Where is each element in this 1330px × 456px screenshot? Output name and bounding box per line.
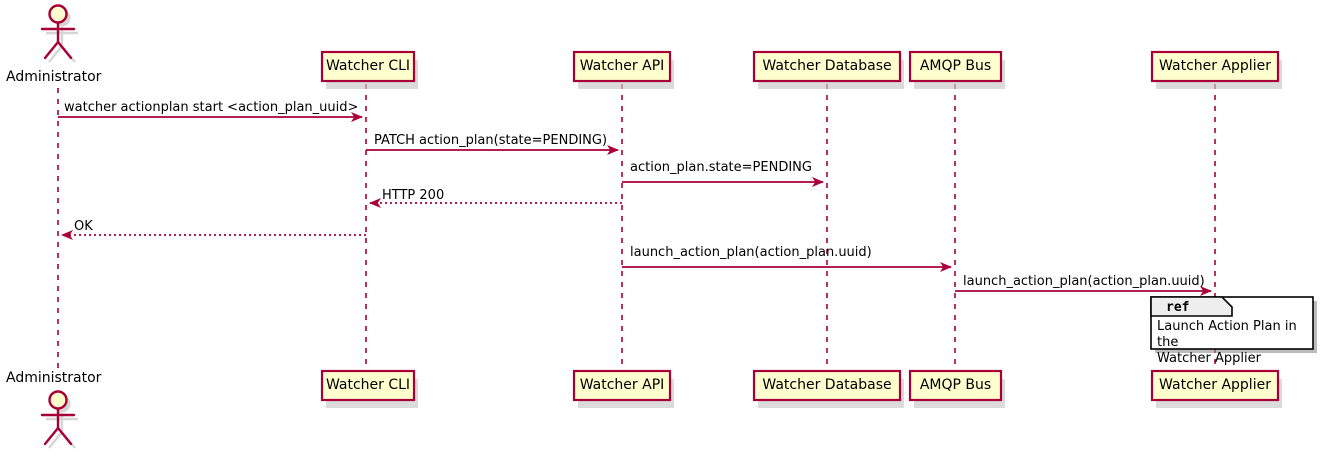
message-label-7: launch_action_plan(action_plan.uuid) <box>963 274 1205 289</box>
participant-label-watcher-database-top[interactable]: Watcher Database <box>762 58 892 74</box>
ref-fragment-text: Launch Action Plan in the Watcher Applie… <box>1157 319 1297 366</box>
participant-label-amqp-bus-top[interactable]: AMQP Bus <box>919 58 992 74</box>
participant-label-watcher-applier-top[interactable]: Watcher Applier <box>1159 58 1271 74</box>
actor-administrator-top <box>40 4 78 63</box>
participant-boxes-bottom <box>320 369 1282 408</box>
message-label-4: HTTP 200 <box>382 188 445 203</box>
participant-box-watcher-api-top <box>572 50 672 83</box>
message-label-6: launch_action_plan(action_plan.uuid) <box>630 245 872 260</box>
participant-box-watcher-database-top <box>752 50 902 83</box>
message-label-5: OK <box>74 219 93 234</box>
participant-box-watcher-api-bottom <box>572 369 672 402</box>
message-label-3: action_plan.state=PENDING <box>630 160 812 175</box>
participant-label-watcher-api-bottom[interactable]: Watcher API <box>579 377 665 393</box>
participant-boxes-top <box>320 50 1282 89</box>
actor-label-administrator-bottom: Administrator <box>6 370 102 386</box>
message-label-1: watcher actionplan start <action_plan_uu… <box>64 100 359 115</box>
participant-label-watcher-cli-top[interactable]: Watcher CLI <box>325 58 411 74</box>
ref-fragment-tag-label: ref <box>1166 300 1190 315</box>
participant-label-watcher-applier-bottom[interactable]: Watcher Applier <box>1159 377 1271 393</box>
actor-administrator-bottom <box>40 390 78 449</box>
participant-box-watcher-applier-bottom <box>1150 369 1280 402</box>
actor-label-administrator-top: Administrator <box>6 69 102 85</box>
participant-box-amqp-bus-top <box>908 50 1003 83</box>
message-label-2: PATCH action_plan(state=PENDING) <box>374 133 608 148</box>
participant-box-watcher-database-bottom <box>752 369 902 402</box>
ref-fragment-tag-shape <box>1150 296 1233 317</box>
participant-box-watcher-cli-top <box>320 50 416 83</box>
ref-fragment-shape <box>1150 296 1317 353</box>
participant-box-watcher-cli-bottom <box>320 369 416 402</box>
participant-label-watcher-cli-bottom[interactable]: Watcher CLI <box>325 377 411 393</box>
participant-box-amqp-bus-bottom <box>908 369 1003 402</box>
participant-label-watcher-database-bottom[interactable]: Watcher Database <box>762 377 892 393</box>
participant-box-watcher-applier-top <box>1150 50 1280 83</box>
participant-label-watcher-api-top[interactable]: Watcher API <box>579 58 665 74</box>
participant-label-amqp-bus-bottom[interactable]: AMQP Bus <box>919 377 992 393</box>
message-arrows <box>58 112 1212 296</box>
lifelines <box>57 84 1216 371</box>
